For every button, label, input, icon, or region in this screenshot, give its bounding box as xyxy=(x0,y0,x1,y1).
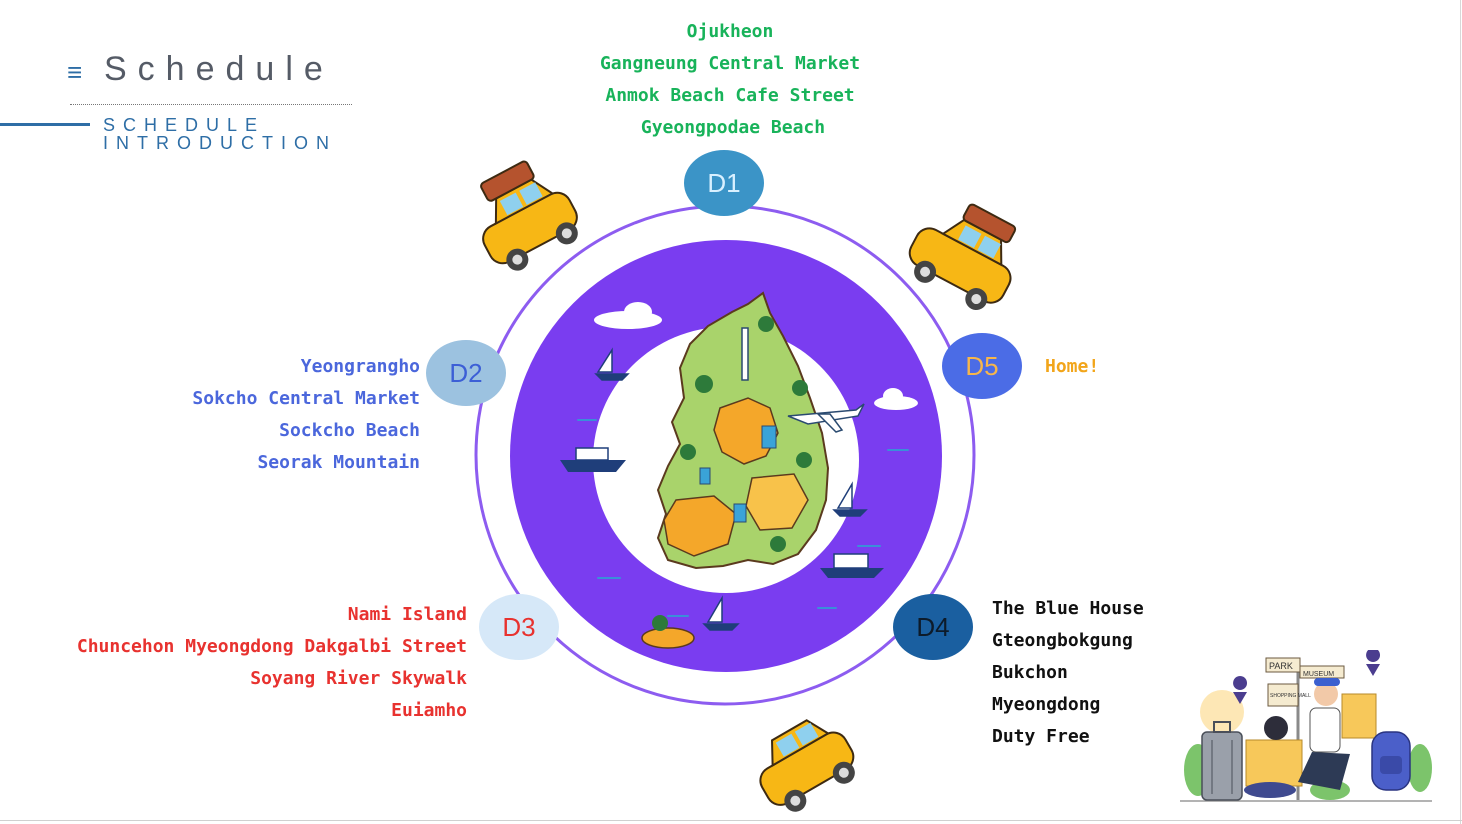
list-item: The Blue House xyxy=(992,598,1144,619)
subtitle-line-2: INTRODUCTION xyxy=(103,133,337,153)
d5-itinerary: Home! xyxy=(1045,351,1165,383)
list-item: Duty Free xyxy=(992,726,1090,747)
signpost-icon: PARK MUSEUM SHOPPING MALL xyxy=(1265,657,1345,707)
d2-itinerary: Yeongrangho Sokcho Central Market Sockch… xyxy=(120,351,420,479)
day-badge-d5: D5 xyxy=(942,333,1022,399)
subtitle-line-1: SCHEDULE xyxy=(103,115,266,135)
list-item: Home! xyxy=(1045,356,1100,377)
sign-park: PARK xyxy=(1269,661,1293,671)
day-badge-d2: D2 xyxy=(426,340,506,406)
korea-map-illustration xyxy=(510,240,942,672)
location-pin-icon xyxy=(1233,650,1381,704)
ship-icon xyxy=(560,447,626,472)
page-border-bottom xyxy=(0,820,1462,821)
list-item: Sockcho Beach xyxy=(279,420,420,441)
page-title: Schedule xyxy=(104,50,334,88)
day-badge-d1: D1 xyxy=(684,150,764,216)
accent-bar xyxy=(0,123,90,126)
sign-mall: SHOPPING MALL xyxy=(1270,693,1311,699)
list-item: Soyang River Skywalk xyxy=(250,668,467,689)
list-item: Sokcho Central Market xyxy=(192,388,420,409)
list-item: Gyeongpodae Beach xyxy=(640,117,826,138)
page-border-right xyxy=(1460,0,1461,824)
day-badge-d3: D3 xyxy=(479,594,559,660)
sailboat-icon xyxy=(594,347,868,631)
airplane-icon xyxy=(787,403,865,433)
day-badge-d4: D4 xyxy=(893,594,973,660)
list-item: Chuncehon Myeongdong Dakgalbi Street xyxy=(76,636,467,657)
travelers-illustration: PARK MUSEUM SHOPPING MALL xyxy=(1180,650,1432,802)
car-icon xyxy=(480,160,578,271)
list-item: Gteongbokgung xyxy=(992,630,1133,651)
d3-itinerary: Nami Island Chuncehon Myeongdong Dakgalb… xyxy=(40,599,467,727)
list-item: Euiamho xyxy=(391,700,467,721)
list-item: Nami Island xyxy=(347,604,467,625)
d1-itinerary: Ojukheon Gangneung Central Market Anmok … xyxy=(560,16,900,144)
d4-itinerary: The Blue House Gteongbokgung Bukchon Mye… xyxy=(992,593,1212,753)
title-divider xyxy=(70,104,352,105)
list-item: Anmok Beach Cafe Street xyxy=(605,85,855,106)
sign-museum: MUSEUM xyxy=(1303,671,1334,678)
ship-icon xyxy=(820,553,884,578)
car-icon xyxy=(908,203,1017,311)
menu-icon: ≡ xyxy=(67,57,83,87)
cloud-icon xyxy=(594,302,918,410)
list-item: Ojukheon xyxy=(686,21,774,42)
list-item: Gangneung Central Market xyxy=(599,53,861,74)
list-item: Seorak Mountain xyxy=(257,452,420,473)
list-item: Myeongdong xyxy=(992,694,1101,715)
list-item: Bukchon xyxy=(992,662,1068,683)
list-item: Yeongrangho xyxy=(300,356,420,377)
car-icon xyxy=(759,719,855,812)
